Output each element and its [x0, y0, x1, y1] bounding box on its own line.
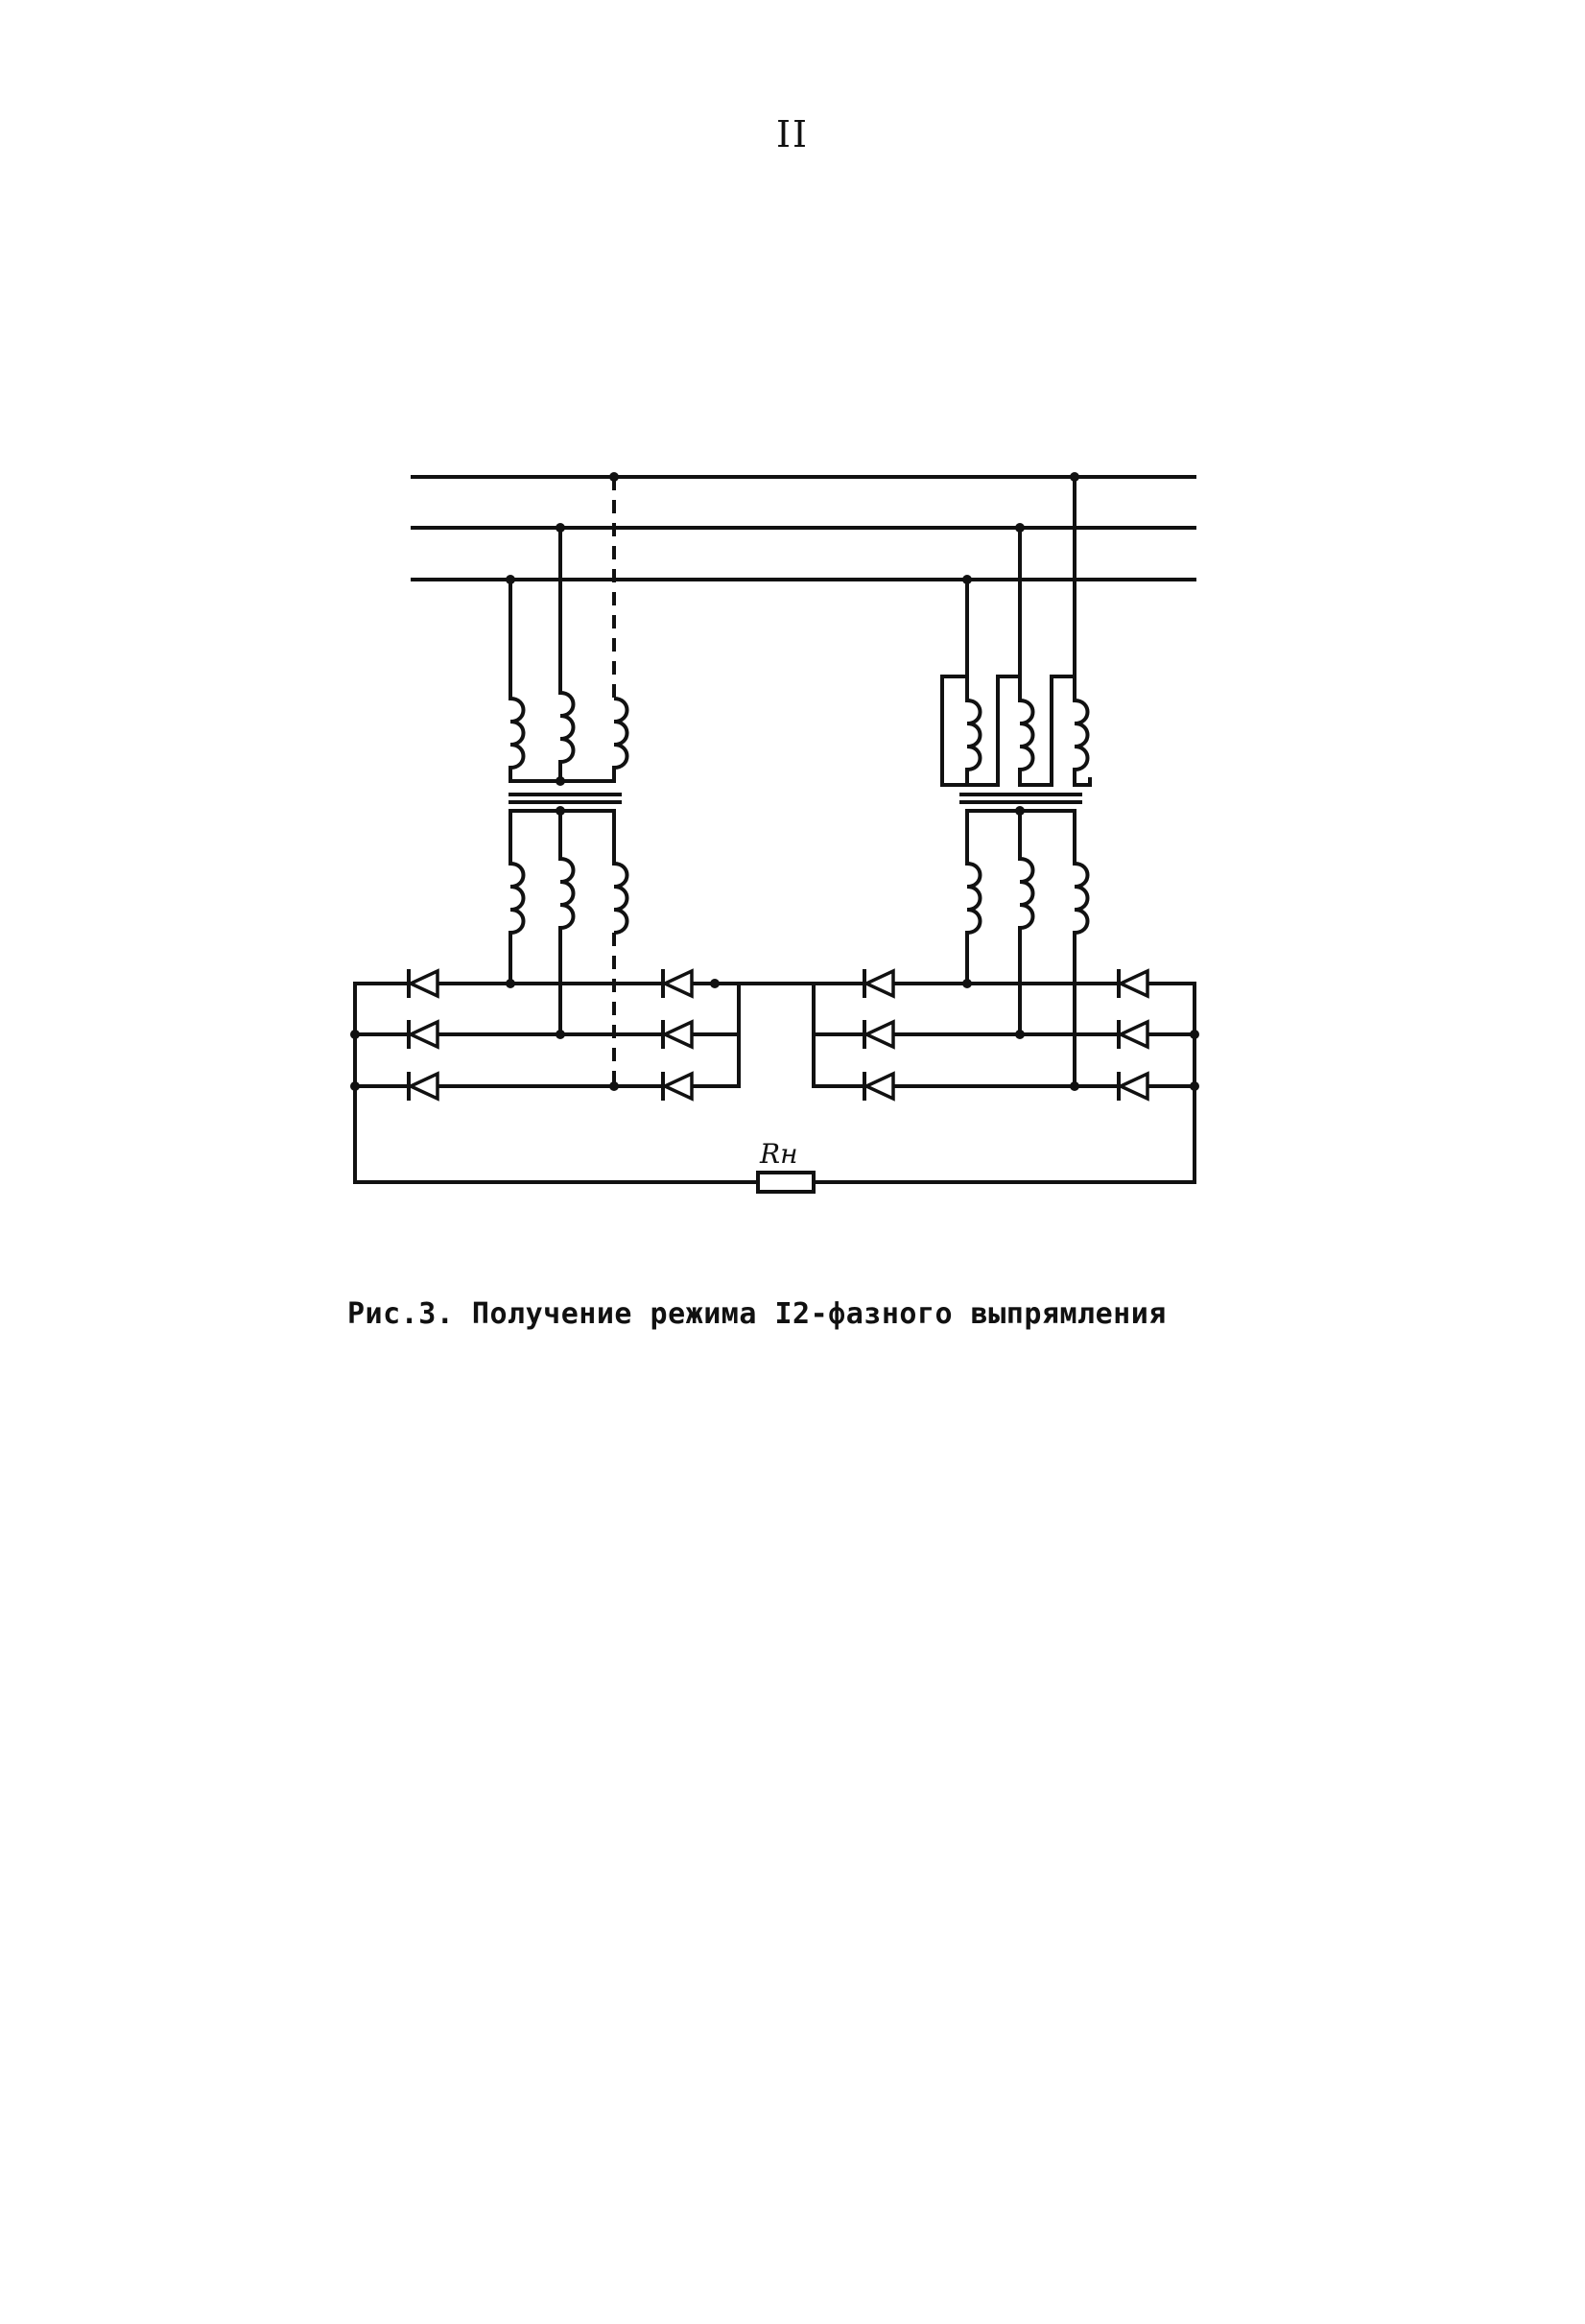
diode-left-bridge-row2-a	[406, 1019, 439, 1050]
diode-left-bridge-row3-a	[406, 1071, 439, 1102]
diode-right-bridge-row2-a	[862, 1019, 895, 1050]
diode-left-bridge-row2-b	[660, 1019, 694, 1050]
diode-right-bridge-row3-a	[862, 1071, 895, 1102]
diode-right-bridge-row2-b	[1116, 1019, 1149, 1050]
left-transformer	[509, 477, 629, 1086]
page-number: II	[775, 113, 810, 155]
load-resistor: Rн	[756, 1138, 816, 1194]
diode-left-bridge-row1-a	[406, 968, 439, 999]
resistor-label: Rн	[759, 1138, 798, 1170]
diode-right-bridge-row3-b	[1116, 1071, 1149, 1102]
supply-bus	[411, 472, 1196, 584]
diode-left-bridge-row3-b	[660, 1071, 694, 1102]
figure-caption: Рис.3. Получение режима I2-фазного выпря…	[347, 1297, 1167, 1331]
right-transformer	[940, 475, 1092, 1088]
diode-right-bridge-row1-b	[1116, 968, 1149, 999]
diode-right-bridge-row1-a	[862, 968, 895, 999]
diode-left-bridge-row1-b	[660, 968, 694, 999]
